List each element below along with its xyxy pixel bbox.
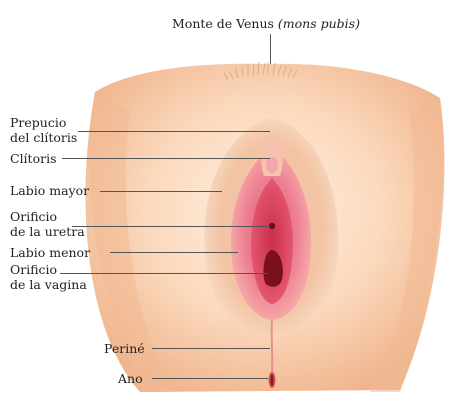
label-prepucio: Prepucio del clítoris: [10, 115, 78, 145]
leader-ano: [152, 378, 268, 379]
label-orificio-uretra: Orificio de la uretra: [10, 209, 85, 239]
leader-monte: [270, 34, 271, 64]
right-thigh-shade: [370, 98, 444, 392]
label-labio-menor: Labio menor: [10, 245, 91, 260]
vaginal-opening: [263, 250, 283, 287]
urethral-opening: [268, 222, 276, 230]
label-monte-de-venus: Monte de Venus (mons pubis): [172, 16, 360, 31]
clitoris-glans: [266, 157, 278, 173]
label-orificio-vagina: Orificio de la vagina: [10, 262, 87, 292]
leader-labio-mayor: [100, 191, 222, 192]
label-ano: Ano: [118, 371, 143, 386]
leader-orificio-vagina: [60, 273, 268, 274]
left-thigh-shade: [89, 92, 175, 392]
leader-labio-menor: [110, 252, 238, 253]
leader-prepucio: [78, 131, 270, 132]
perineum-line: [270, 319, 274, 373]
label-clitoris: Clítoris: [10, 151, 57, 166]
leader-perine: [152, 348, 270, 349]
label-labio-mayor: Labio mayor: [10, 183, 90, 198]
leader-orificio-uretra: [72, 226, 270, 227]
label-mons-pubis: (mons pubis): [277, 16, 360, 31]
leader-clitoris: [62, 158, 270, 159]
pubic-hair: [223, 61, 298, 81]
label-perine: Periné: [104, 341, 145, 356]
